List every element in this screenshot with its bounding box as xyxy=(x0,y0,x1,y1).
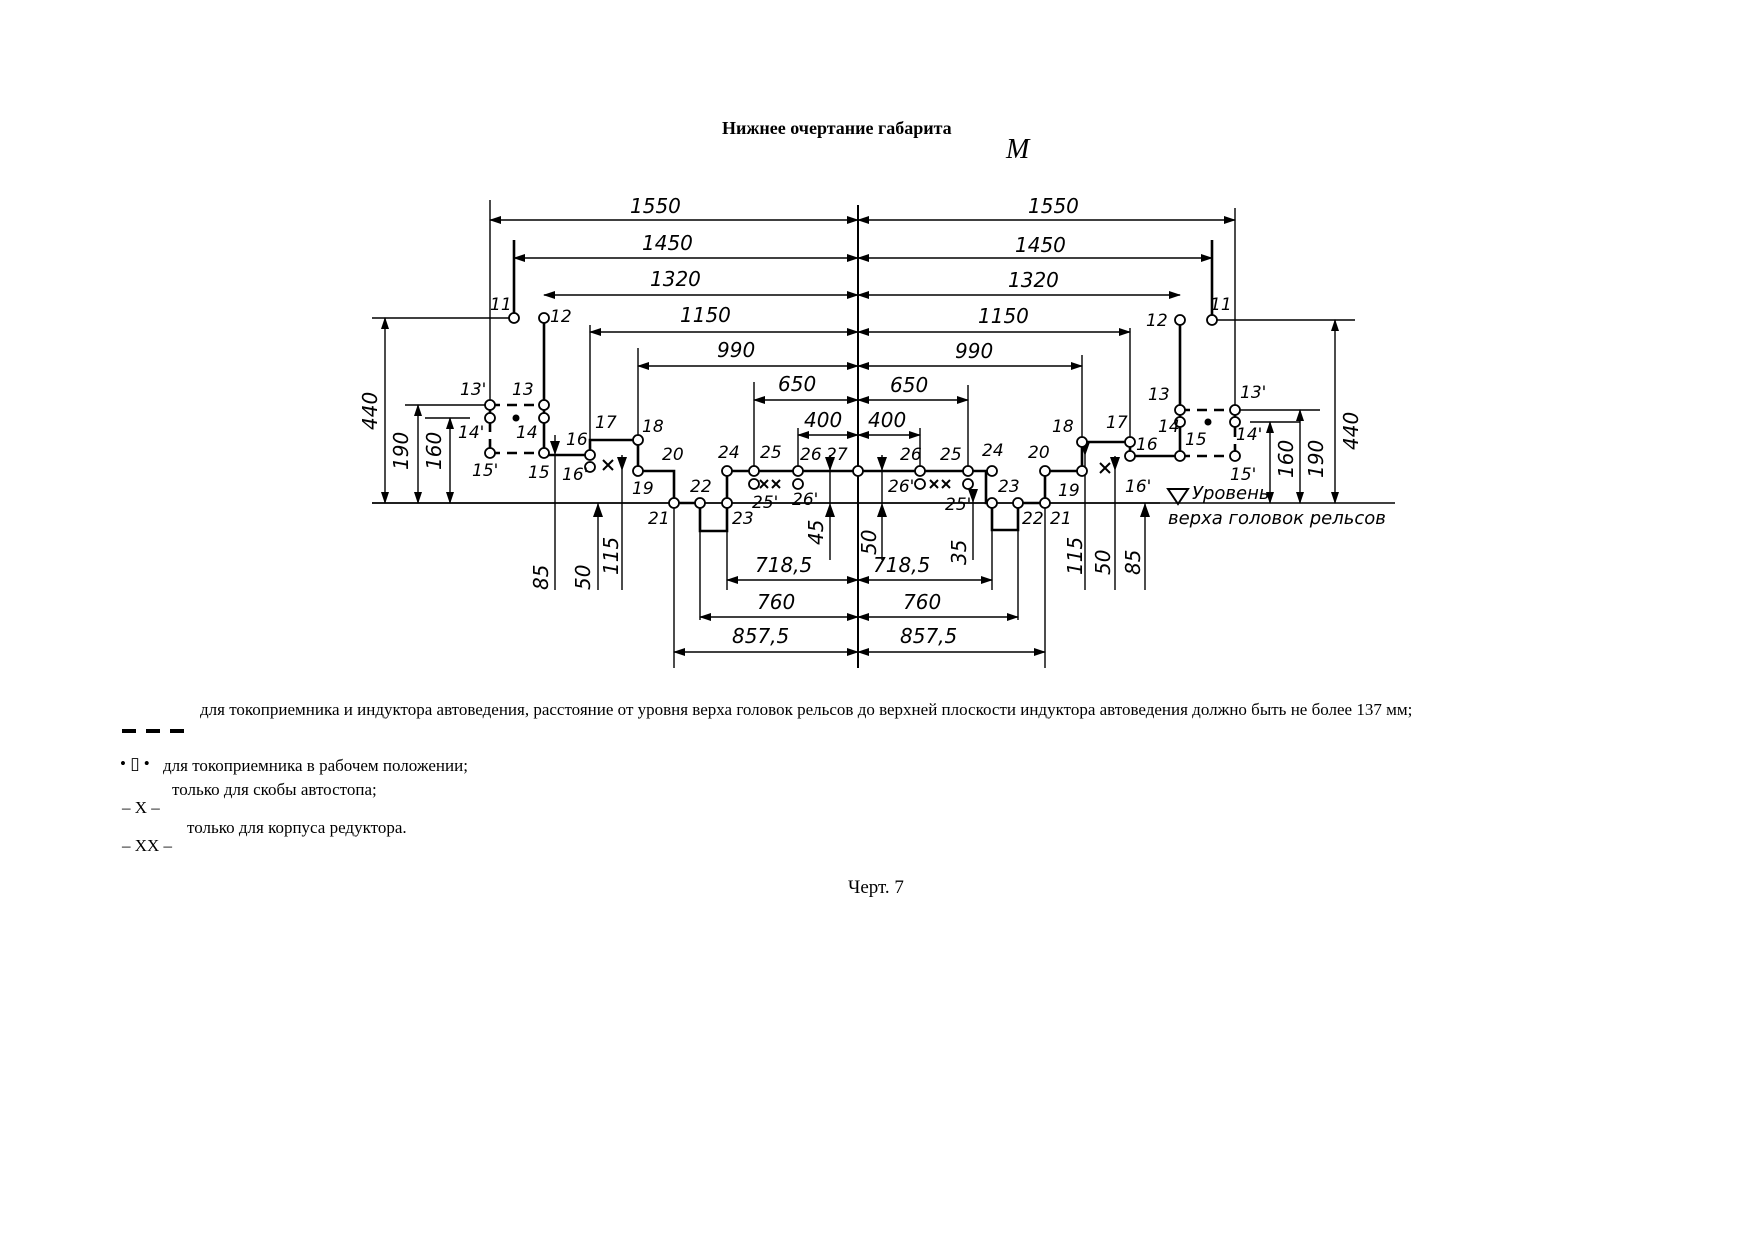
point-20-left: 20 xyxy=(662,445,684,465)
dim-440-left: 440 xyxy=(358,392,382,430)
dim-160-left: 160 xyxy=(422,432,446,470)
dim-857-right: 857,5 xyxy=(900,624,957,648)
dim-1150-right: 1150 xyxy=(978,304,1029,328)
point-16p-right: 16' xyxy=(1125,477,1151,497)
point-23-left: 23 xyxy=(732,509,754,529)
point-26-right: 26 xyxy=(900,445,922,465)
point-13p-right: 13' xyxy=(1240,383,1266,403)
point-25-left: 25 xyxy=(760,443,782,463)
point-16-left: 16 xyxy=(566,430,588,450)
legend-text-1: для токоприемника и индуктора автоведени… xyxy=(200,700,1413,719)
legend-text-3: только для скобы автостопа; xyxy=(172,780,377,799)
dim-1150-left: 1150 xyxy=(680,303,731,327)
dim-1550-left: 1550 xyxy=(630,194,681,218)
point-11-right: 11 xyxy=(1210,295,1232,315)
dim-990-right: 990 xyxy=(955,339,993,363)
point-20-right: 20 xyxy=(1028,443,1050,463)
point-22-right: 22 xyxy=(1022,509,1044,529)
figure-caption: Черт. 7 xyxy=(848,877,904,898)
point-22-left: 22 xyxy=(690,477,712,497)
point-18-right: 18 xyxy=(1052,417,1074,437)
outline-left xyxy=(512,240,1214,533)
point-24-left: 24 xyxy=(718,443,740,463)
dim-85-right: 85 xyxy=(1121,550,1145,575)
point-25p-left: 25' xyxy=(752,493,778,513)
dim-990-left: 990 xyxy=(717,338,755,362)
point-13p-left: 13' xyxy=(460,380,486,400)
dim-718-left: 718,5 xyxy=(755,553,812,577)
diagram-title: Нижнее очертание габарита xyxy=(722,118,952,138)
point-24-right: 24 xyxy=(982,441,1004,461)
point-circles xyxy=(484,312,1241,509)
dim-50-left: 50 xyxy=(571,565,595,590)
point-17-left: 17 xyxy=(595,413,617,433)
dim-1450-left: 1450 xyxy=(642,231,693,255)
point-13-right: 13 xyxy=(1148,385,1170,405)
point-15p-left: 15' xyxy=(472,461,498,481)
dim-190-right: 190 xyxy=(1304,440,1328,478)
rail-level-label-2: верха головок рельсов xyxy=(1168,508,1386,529)
dim-85-left: 85 xyxy=(529,565,553,590)
rail-level-label-1: Уровень xyxy=(1192,483,1269,504)
point-12-left: 12 xyxy=(550,307,572,327)
dim-1320-right: 1320 xyxy=(1008,268,1059,292)
point-26p-left: 26' xyxy=(792,490,818,510)
point-16-right: 16 xyxy=(1136,435,1158,455)
legend-text-2: для токоприемника в рабочем положении; xyxy=(163,756,468,775)
point-19-left: 19 xyxy=(632,479,654,499)
dim-650-right: 650 xyxy=(890,373,928,397)
point-26-left: 26 xyxy=(800,445,822,465)
point-27: 27 xyxy=(826,445,848,465)
dim-115-left: 115 xyxy=(599,537,623,575)
dim-718-right: 718,5 xyxy=(873,553,930,577)
dim-50-right: 50 xyxy=(1091,550,1115,575)
legend-dash-symbol xyxy=(122,729,188,733)
dim-400-right: 400 xyxy=(868,408,906,432)
dim-760-right: 760 xyxy=(903,590,941,614)
dim-160-right: 160 xyxy=(1274,440,1298,478)
point-15-left: 15 xyxy=(528,463,550,483)
legend-symbol-4: – XX – xyxy=(122,836,173,855)
dim-1450-right: 1450 xyxy=(1015,233,1066,257)
dim-190-left: 190 xyxy=(389,432,413,470)
dim-760-left: 760 xyxy=(757,590,795,614)
dim-650-left: 650 xyxy=(778,372,816,396)
point-16p-left: 16' xyxy=(562,465,588,485)
dim-1550-right: 1550 xyxy=(1028,194,1079,218)
point-18-left: 18 xyxy=(642,417,664,437)
point-14p-right: 14' xyxy=(1236,425,1262,445)
point-19-right: 19 xyxy=(1058,481,1080,501)
point-17-right: 17 xyxy=(1106,413,1128,433)
point-21-left: 21 xyxy=(648,509,670,529)
point-26p-right: 26' xyxy=(888,477,914,497)
point-25p-right: 25' xyxy=(945,495,971,515)
rail-level-triangle xyxy=(1166,488,1190,506)
point-14p-left: 14' xyxy=(458,423,484,443)
point-21-right: 21 xyxy=(1050,509,1072,529)
point-13-left: 13 xyxy=(512,380,534,400)
dim-50-center: 50 xyxy=(857,530,881,555)
dim-440-right: 440 xyxy=(1339,412,1363,450)
point-11-left: 11 xyxy=(490,295,512,315)
dim-400-left: 400 xyxy=(804,408,842,432)
dim-115-right: 115 xyxy=(1063,537,1087,575)
dim-45: 45 xyxy=(804,520,828,545)
point-14-left: 14 xyxy=(516,423,538,443)
point-15p-right: 15' xyxy=(1230,465,1256,485)
legend-symbol-2: • ▯ • xyxy=(120,754,150,773)
gauge-symbol: М xyxy=(1006,134,1030,165)
point-15-right: 15 xyxy=(1185,430,1207,450)
point-14-right: 14 xyxy=(1158,417,1180,437)
dim-857-left: 857,5 xyxy=(732,624,789,648)
legend-symbol-3: – X – xyxy=(122,798,160,817)
point-12-right: 12 xyxy=(1146,311,1168,331)
dim-1320-left: 1320 xyxy=(650,267,701,291)
dim-35: 35 xyxy=(947,540,971,565)
point-23-right: 23 xyxy=(998,477,1020,497)
autostop-marks xyxy=(602,459,1111,489)
legend-text-4: только для корпуса редуктора. xyxy=(187,818,407,837)
point-25-right: 25 xyxy=(940,445,962,465)
